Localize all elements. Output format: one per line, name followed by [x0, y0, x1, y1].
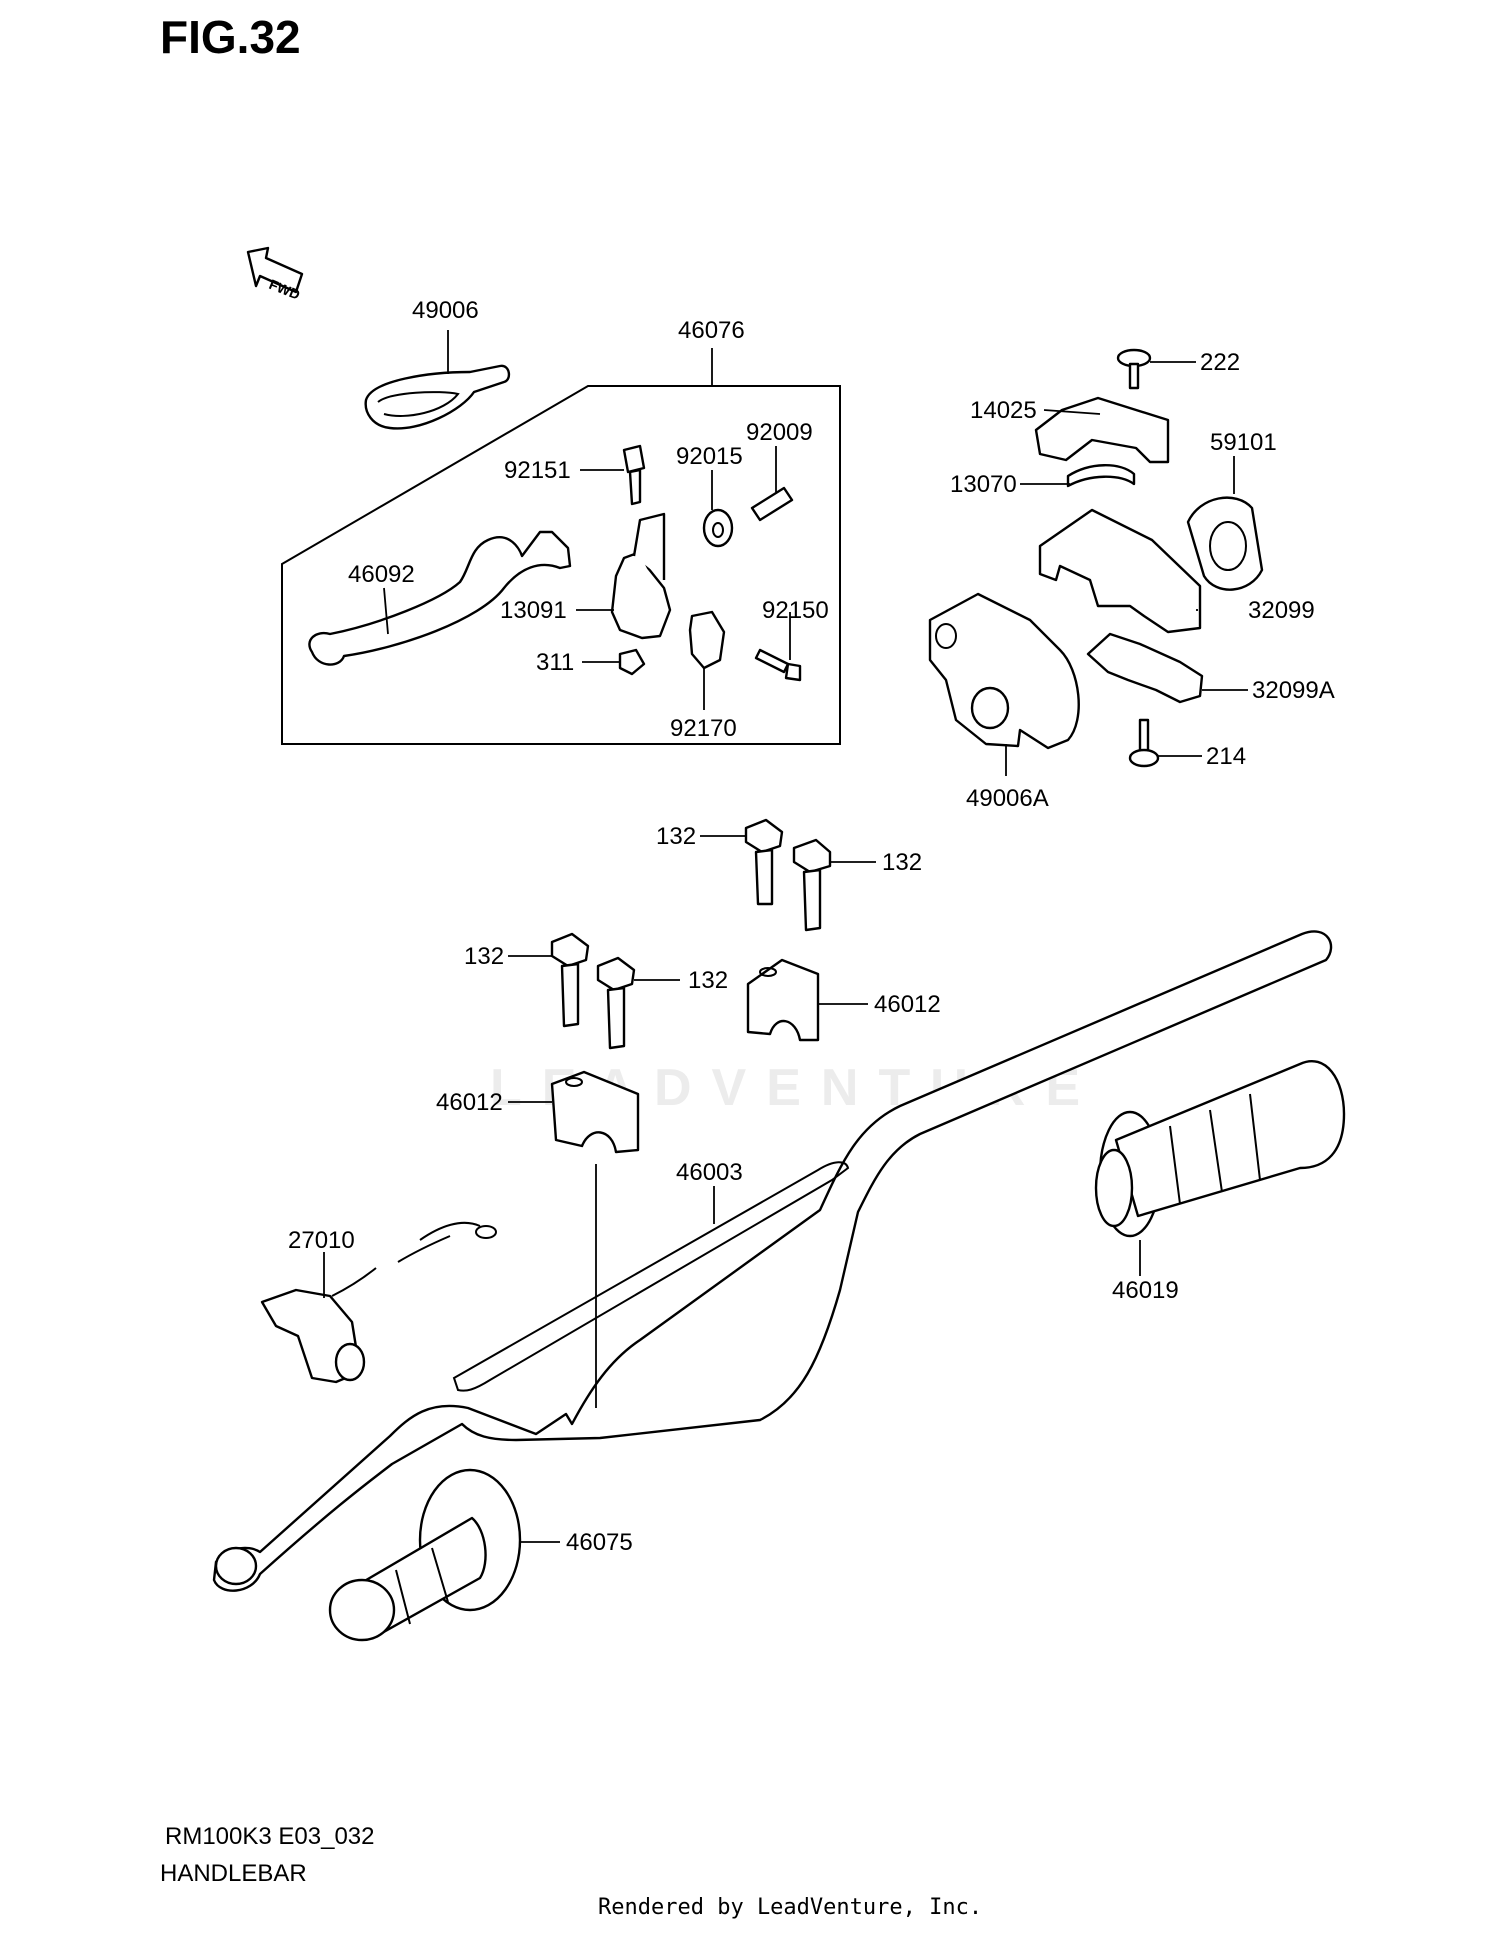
- bolt-92150-part: [754, 648, 802, 682]
- throttle-housing-49006A-part: [928, 592, 1080, 750]
- callout-14025: 14025: [970, 397, 1037, 424]
- bolt-132d-part: [596, 956, 636, 1050]
- bolt-132b-part: [792, 838, 832, 932]
- fwd-arrow-icon: FWD: [246, 246, 304, 303]
- leader-lines: [323, 330, 1248, 1543]
- callout-46003: 46003: [676, 1159, 743, 1186]
- callout-32099: 32099: [1248, 597, 1315, 624]
- lever-cover-part: [364, 364, 511, 430]
- callout-49006A: 49006A: [966, 785, 1049, 812]
- callout-13070: 13070: [950, 471, 1017, 498]
- callout-132b: 132: [882, 849, 922, 876]
- grip-right-46019-part: [1094, 1060, 1346, 1238]
- callout-222: 222: [1200, 349, 1240, 376]
- diagram-name: HANDLEBAR: [160, 1860, 307, 1887]
- callout-132c: 132: [464, 943, 504, 970]
- throttle-case-32099-part: [1038, 508, 1202, 634]
- clutch-lever-part: [308, 530, 572, 666]
- callout-132a: 132: [656, 823, 696, 850]
- cable-guide-13070-part: [1066, 464, 1136, 488]
- grip-left-46075-part: [328, 1468, 522, 1642]
- nut-311-part: [618, 648, 646, 676]
- locknut-92015-part: [702, 508, 734, 548]
- callout-27010: 27010: [288, 1227, 355, 1254]
- bolt-132a-part: [744, 818, 784, 906]
- callout-46092: 46092: [348, 561, 415, 588]
- throttle-cover-14025-part: [1034, 396, 1170, 464]
- callout-59101: 59101: [1210, 429, 1277, 456]
- adjuster-92009-part: [750, 486, 794, 522]
- handlebar-46003-part: [212, 930, 1333, 1592]
- callout-46019: 46019: [1112, 1277, 1179, 1304]
- callout-132d: 132: [688, 967, 728, 994]
- callout-92015: 92015: [676, 443, 743, 470]
- kill-switch-27010-part: [260, 1221, 497, 1384]
- callout-92170: 92170: [670, 715, 737, 742]
- throttle-case-lower-32099A-part: [1086, 632, 1204, 704]
- screw-214-part: [1128, 718, 1160, 768]
- callout-46012a: 46012: [874, 991, 941, 1018]
- callout-49006: 49006: [412, 297, 479, 324]
- handlebar-holder-upper-a-part: [746, 958, 820, 1042]
- callout-92009: 92009: [746, 419, 813, 446]
- callout-labels: 49006 46076 222 14025 92009 92151 92015 …: [288, 297, 1335, 1556]
- figure-title: FIG.32: [160, 11, 301, 63]
- callout-13091: 13091: [500, 597, 567, 624]
- callout-311: 311: [536, 649, 574, 676]
- rendered-by-credit: Rendered by LeadVenture, Inc.: [598, 1895, 983, 1920]
- callout-92150: 92150: [762, 597, 829, 624]
- clamp-92170-part: [688, 610, 726, 670]
- lever-holder-part: [610, 512, 672, 640]
- lever-assembly-outline: [281, 385, 841, 745]
- callout-46012b: 46012: [436, 1089, 503, 1116]
- bolt-132c-part: [550, 932, 590, 1028]
- callout-46075: 46075: [566, 1529, 633, 1556]
- bolt-92151-part: [622, 444, 646, 506]
- throttle-pulley-59101-part: [1186, 496, 1264, 591]
- model-code: RM100K3 E03_032: [165, 1823, 375, 1850]
- callout-92151: 92151: [504, 457, 571, 484]
- screw-222-part: [1116, 348, 1152, 390]
- handlebar-holder-upper-b-part: [550, 1070, 640, 1154]
- callout-32099A: 32099A: [1252, 677, 1335, 704]
- callout-214: 214: [1206, 743, 1246, 770]
- callout-46076: 46076: [678, 317, 745, 344]
